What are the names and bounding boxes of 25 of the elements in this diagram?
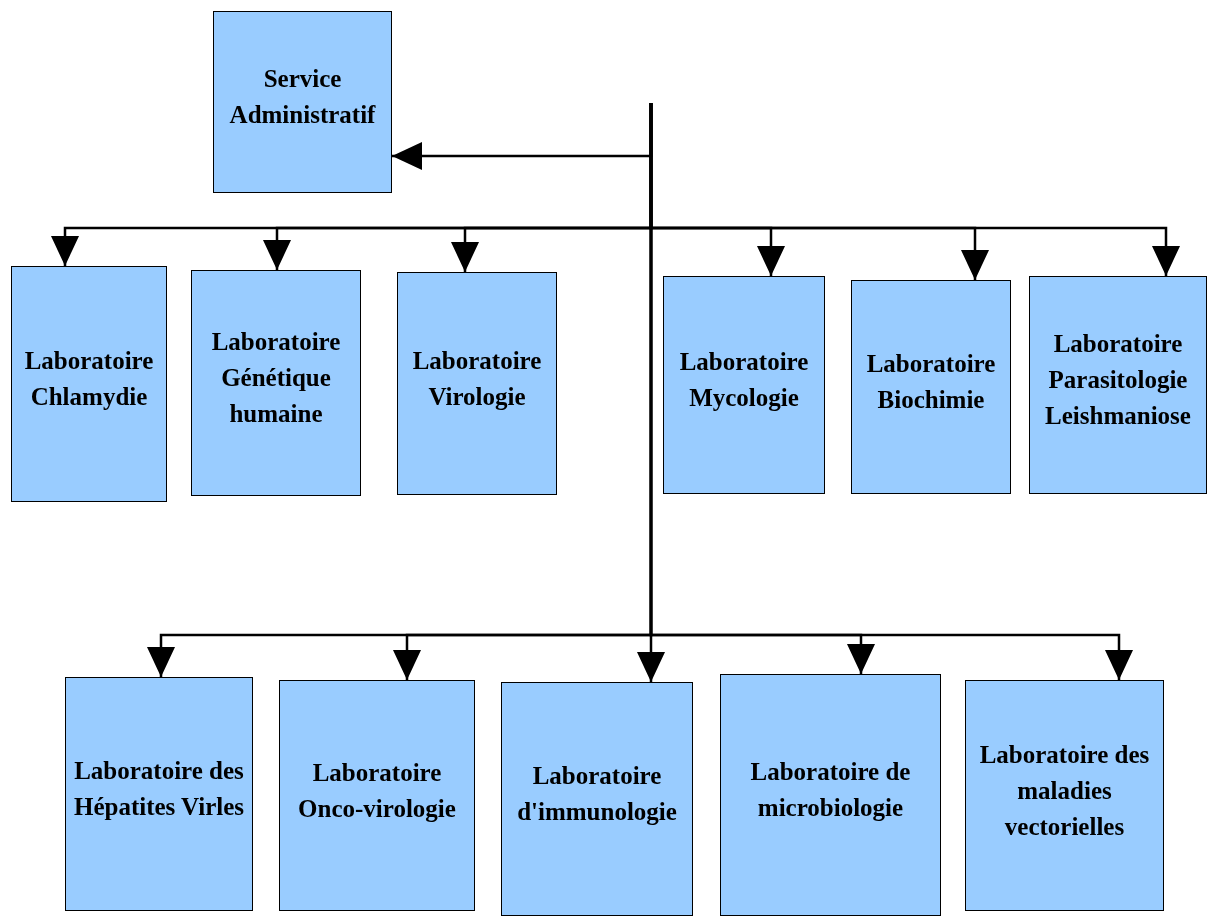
lab-box xyxy=(965,680,1164,911)
box-label: Laboratoire de microbiologie xyxy=(749,757,912,823)
box-label: Laboratoire des maladies vectorielles xyxy=(978,739,1151,842)
lab-box xyxy=(720,674,941,916)
lab-box xyxy=(65,677,253,911)
lab-box xyxy=(1029,276,1207,494)
lab-box xyxy=(279,680,475,911)
box-label: Laboratoire Génétique humaine xyxy=(210,327,342,429)
box-label: Laboratoire Virologie xyxy=(411,345,543,412)
box-label: Laboratoire Onco-virologie xyxy=(297,757,457,824)
box-label: Laboratoire Chlamydie xyxy=(23,346,155,412)
lab-box xyxy=(663,276,825,494)
service-box xyxy=(213,11,392,193)
box-label: Laboratoire d'immunologie xyxy=(516,761,678,827)
box-label: Service Administratif xyxy=(228,64,377,130)
box-label: Laboratoire Mycologie xyxy=(678,347,810,413)
box-label: Laboratoire Parasitologie Leishmaniose xyxy=(1044,329,1192,431)
lab-box xyxy=(397,272,557,495)
lab-box xyxy=(851,280,1011,494)
lab-box xyxy=(191,270,361,496)
box-label: Laboratoire des Hépatites Virles xyxy=(72,756,246,822)
lab-box xyxy=(501,682,693,916)
connector-arrow xyxy=(649,103,1133,680)
lab-box xyxy=(11,266,167,502)
box-label: Laboratoire Biochimie xyxy=(865,349,997,415)
